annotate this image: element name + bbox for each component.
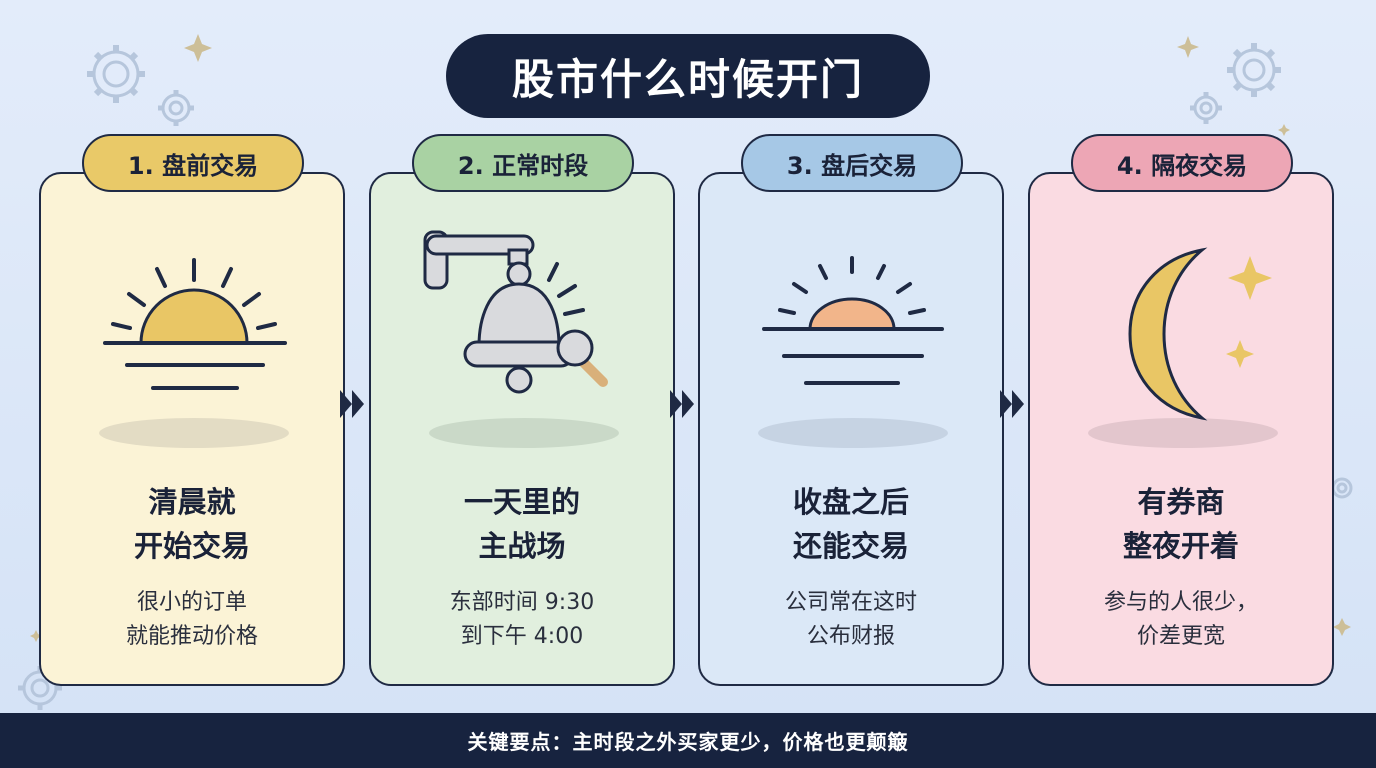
card-heading-line1: 一天里的: [463, 485, 580, 519]
icon-shadow: [1088, 418, 1278, 448]
page-title: 股市什么时候开门: [446, 34, 930, 118]
sparkle-icon: [1228, 256, 1272, 300]
sparkle-icon: [184, 34, 212, 62]
icon-shadow: [758, 418, 948, 448]
card-desc-line2: 就能推动价格: [125, 624, 258, 649]
gear-icon: [87, 45, 145, 103]
sparkle-icon: [1278, 124, 1290, 136]
sparkle-icon: [1226, 340, 1254, 368]
key-takeaway-banner: 关键要点：主时段之外买家更少，价格也更颠簸: [0, 713, 1376, 768]
card-heading-line1: 清晨就: [148, 485, 236, 519]
card-heading-line1: 有券商: [1137, 485, 1225, 519]
card-heading-line1: 收盘之后: [792, 485, 909, 519]
icon-shadow: [99, 418, 289, 448]
sunrise-icon: [103, 258, 287, 390]
card-heading-line2: 开始交易: [133, 529, 250, 563]
sparkle-icon: [30, 630, 42, 642]
card-regular-hours: 一天里的 主战场 东部时间 9:30 到下午 4:00: [369, 172, 675, 686]
icon-shadow: [429, 418, 619, 448]
card-desc-line1: 公司常在这时: [784, 590, 917, 615]
tab-overnight: 4. 隔夜交易: [1071, 134, 1293, 192]
card-desc-line2: 价差更宽: [1136, 624, 1225, 649]
card-desc-line1: 东部时间 9:30: [449, 590, 595, 615]
chevron-right-icon: [340, 390, 364, 418]
card-premarket: 清晨就 开始交易 很小的订单 就能推动价格: [39, 172, 345, 686]
gear-icon: [1227, 43, 1281, 97]
card-desc-line1: 很小的订单: [136, 590, 247, 615]
gear-icon: [1190, 92, 1222, 124]
moon-icon: [1128, 247, 1272, 421]
card-desc-line2: 公布财报: [806, 624, 895, 649]
card-overnight: 有券商 整夜开着 参与的人很少， 价差更宽: [1028, 172, 1334, 686]
card-desc-line2: 到下午 4:00: [460, 624, 584, 649]
card-heading-line2: 主战场: [478, 529, 566, 563]
card-heading-line2: 整夜开着: [1122, 529, 1239, 563]
sparkle-icon: [1333, 618, 1351, 636]
chevron-right-icon: [1000, 390, 1024, 418]
chevron-right-icon: [670, 390, 694, 418]
card-heading-line2: 还能交易: [792, 529, 909, 563]
tab-premarket: 1. 盘前交易: [82, 134, 304, 192]
tab-regular-hours: 2. 正常时段: [412, 134, 634, 192]
bell-icon: [423, 230, 608, 394]
sparkle-icon: [1177, 36, 1199, 58]
gear-icon: [158, 90, 194, 126]
tab-after-hours: 3. 盘后交易: [741, 134, 963, 192]
sunset-icon: [762, 256, 944, 385]
card-desc-line1: 参与的人很少，: [1103, 590, 1258, 615]
card-after-hours: 收盘之后 还能交易 公司常在这时 公布财报: [698, 172, 1004, 686]
gear-icon: [1331, 477, 1353, 499]
